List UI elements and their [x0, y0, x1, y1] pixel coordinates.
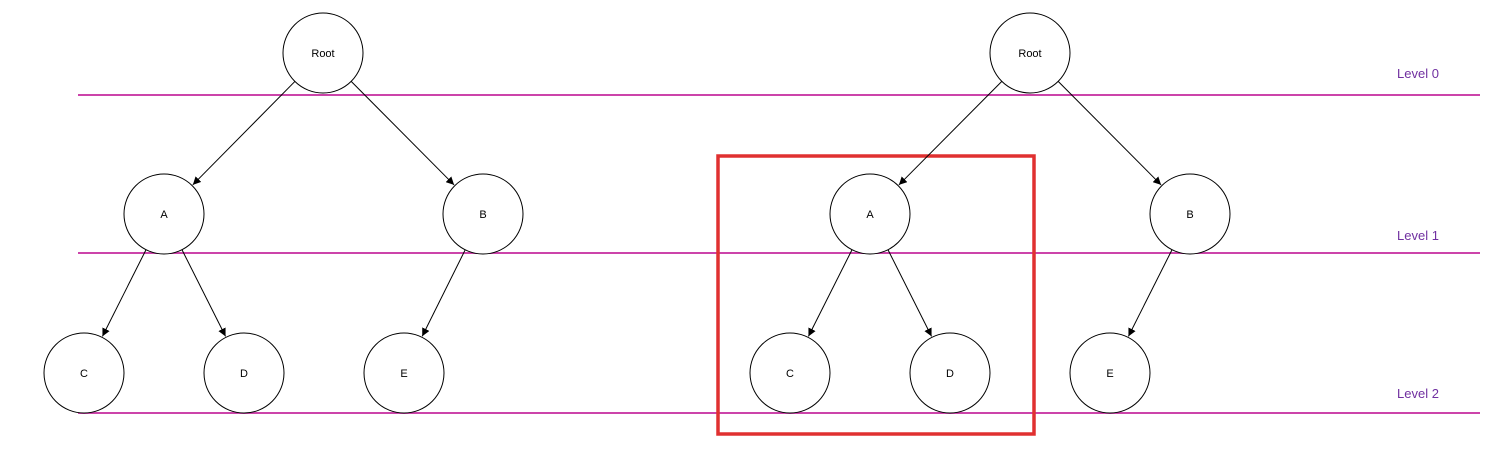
node-c: C — [43, 332, 125, 414]
node-circle — [282, 12, 364, 94]
node-circle — [1149, 173, 1231, 255]
node-e: E — [363, 332, 445, 414]
node-b: B — [1149, 173, 1231, 255]
level-lines — [78, 94, 1480, 414]
node-circle — [203, 332, 285, 414]
edge-b-e — [1127, 249, 1173, 337]
node-circle — [123, 173, 205, 255]
node-circle — [909, 332, 991, 414]
node-d: D — [203, 332, 285, 414]
level-label-1: Level 1 — [1397, 228, 1439, 243]
node-circle — [989, 12, 1071, 94]
highlight-box — [716, 154, 1036, 436]
node-label: D — [240, 368, 248, 380]
node-b: B — [442, 173, 524, 255]
level-label-0: Level 0 — [1397, 66, 1439, 81]
node-label: E — [1106, 368, 1113, 380]
node-label: D — [946, 368, 954, 380]
node-label: Root — [311, 48, 334, 60]
node-label: A — [160, 209, 168, 221]
node-circle — [442, 173, 524, 255]
edge-root-a — [192, 81, 296, 186]
edge-root-a — [898, 81, 1003, 186]
node-e: E — [1069, 332, 1151, 414]
node-label: B — [479, 209, 486, 221]
level-labels: Level 0 Level 1 Level 2 — [1397, 66, 1439, 401]
node-a: A — [123, 173, 205, 255]
node-circle — [1069, 332, 1151, 414]
node-label: B — [1186, 209, 1193, 221]
edge-a-d — [887, 249, 933, 337]
node-circle — [363, 332, 445, 414]
node-label: A — [866, 209, 874, 221]
node-root: Root — [989, 12, 1071, 94]
node-c: C — [749, 332, 831, 414]
edge-b-e — [421, 249, 466, 337]
node-circle — [749, 332, 831, 414]
node-circle — [829, 173, 911, 255]
node-label: C — [786, 368, 794, 380]
node-label: E — [400, 368, 407, 380]
node-root: Root — [282, 12, 364, 94]
edge-root-b — [1057, 81, 1162, 186]
node-label: C — [80, 368, 88, 380]
level-label-2: Level 2 — [1397, 386, 1439, 401]
edge-a-c — [807, 249, 853, 337]
node-circle — [43, 332, 125, 414]
node-label: Root — [1018, 48, 1041, 60]
edge-a-c — [101, 249, 147, 337]
node-a: A — [829, 173, 911, 255]
node-d: D — [909, 332, 991, 414]
edge-root-b — [350, 81, 455, 186]
edge-a-d — [181, 249, 227, 337]
